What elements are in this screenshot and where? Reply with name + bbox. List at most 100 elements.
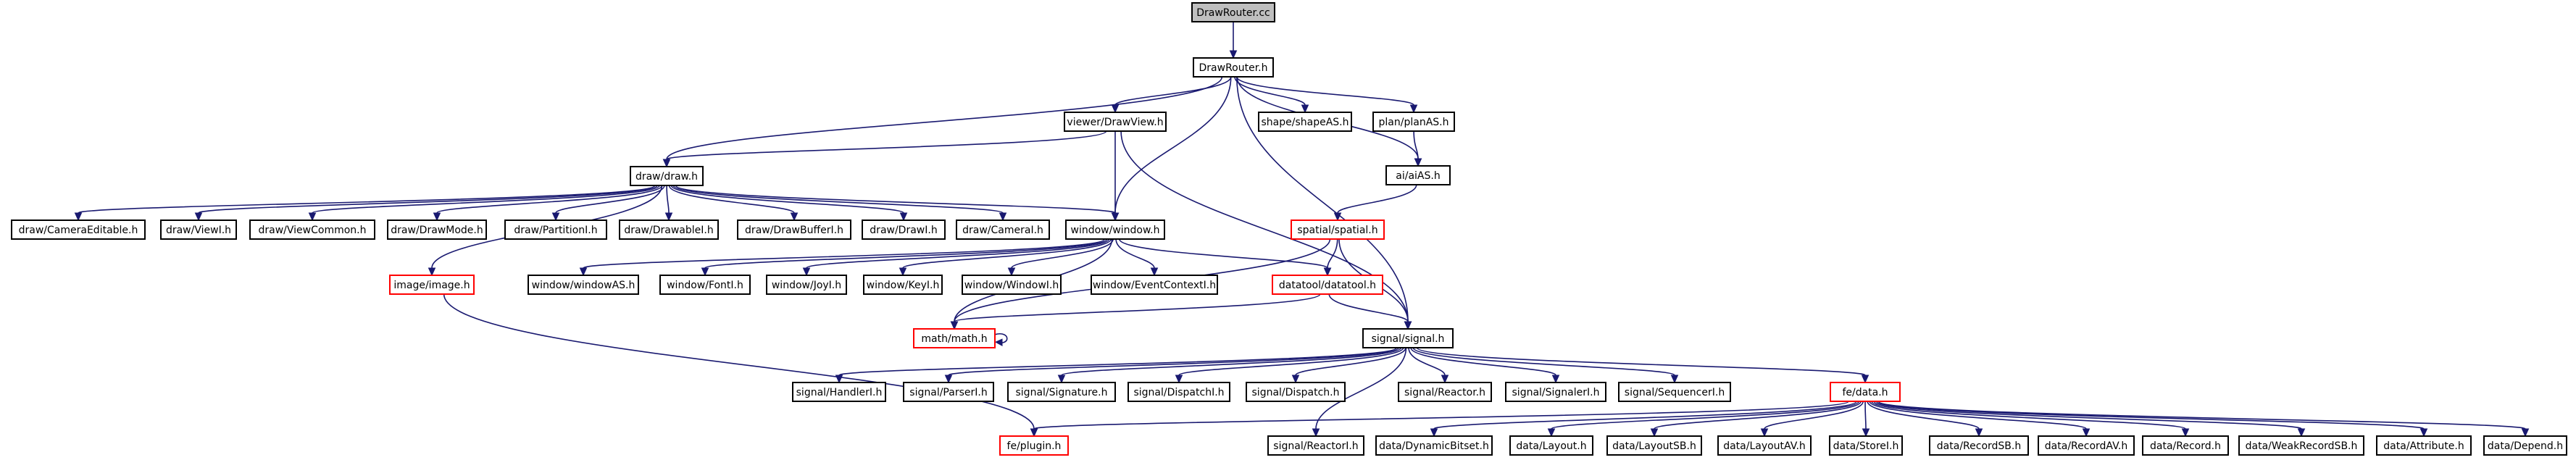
node-signal-reactori[interactable]: signal/ReactorI.h	[1267, 435, 1364, 456]
node-image-image[interactable]: image/image.h	[389, 275, 475, 295]
node-fe-data[interactable]: fe/data.h	[1830, 382, 1901, 402]
node-data-depend[interactable]: data/Depend.h	[2483, 435, 2567, 456]
edge-image_image-to-fe_plugin	[443, 293, 1038, 438]
node-draw-draw[interactable]: draw/draw.h	[630, 166, 704, 186]
node-data-record[interactable]: data/Record.h	[2142, 435, 2229, 456]
node-label: signal/ReactorI.h	[1273, 440, 1358, 452]
node-data-layoutsb[interactable]: data/LayoutSB.h	[1606, 435, 1702, 456]
node-data-layout[interactable]: data/Layout.h	[1509, 435, 1593, 456]
edge-draw_draw-to-draw_drawi	[670, 185, 908, 222]
node-draw-drawbufferi[interactable]: draw/DrawBufferI.h	[737, 219, 851, 240]
node-signal-parseri[interactable]: signal/ParserI.h	[903, 382, 994, 402]
node-spatial-spatial[interactable]: spatial/spatial.h	[1291, 219, 1385, 240]
node-label: window/KeyI.h	[867, 280, 940, 291]
node-signal-dispatchi[interactable]: signal/DispatchI.h	[1127, 382, 1230, 402]
node-data-storei[interactable]: data/StoreI.h	[1829, 435, 1903, 456]
node-label: draw/ViewCommon.h	[259, 225, 367, 236]
edge-ai_aias-to-spatial_spatial	[1333, 184, 1417, 222]
node-box	[1375, 435, 1493, 456]
node-box	[1717, 435, 1812, 456]
node-window-keyi[interactable]: window/KeyI.h	[863, 275, 943, 295]
edge-draw_draw-to-draw_viewi	[194, 185, 658, 222]
node-signal-handleri[interactable]: signal/HandlerI.h	[792, 382, 886, 402]
node-box	[913, 328, 996, 348]
node-box	[1606, 435, 1702, 456]
node-draw-partitioni[interactable]: draw/PartitionI.h	[504, 219, 607, 240]
node-math-math[interactable]: math/math.h	[913, 328, 996, 348]
edge-fe_data-to-data_layoutsb	[1650, 401, 1862, 438]
edge-signal_signal-to-signal_dispatchi	[1175, 347, 1404, 384]
node-drawrouter-h[interactable]: DrawRouter.h	[1193, 57, 1274, 78]
node-window-windowi[interactable]: window/WindowI.h	[962, 275, 1062, 295]
edge-viewer_drawview-to-window_window	[1111, 131, 1120, 222]
node-window-joyi[interactable]: window/JoyI.h	[766, 275, 847, 295]
node-signal-sequenceri[interactable]: signal/SequencerI.h	[1618, 382, 1731, 402]
node-label: window/JoyI.h	[772, 280, 841, 291]
node-data-recordav[interactable]: data/RecordAV.h	[2038, 435, 2135, 456]
node-plan-planas[interactable]: plan/planAS.h	[1372, 112, 1455, 132]
node-box	[2483, 435, 2567, 456]
node-draw-viewi[interactable]: draw/ViewI.h	[160, 219, 237, 240]
edge-datatool_datatool-to-math_math	[950, 293, 1321, 330]
node-box	[1246, 382, 1346, 402]
node-window-eventcontexti[interactable]: window/EventContextI.h	[1091, 275, 1218, 295]
node-data-dynamicbitset[interactable]: data/DynamicBitset.h	[1375, 435, 1493, 456]
edge-datatool_datatool-to-signal_signal	[1328, 293, 1412, 330]
node-label: draw/ViewI.h	[166, 225, 231, 236]
node-label: data/RecordAV.h	[2045, 440, 2127, 452]
node-label: viewer/DrawView.h	[1067, 117, 1163, 128]
node-data-weakrecordsb[interactable]: data/WeakRecordSB.h	[2238, 435, 2364, 456]
node-datatool-datatool[interactable]: datatool/datatool.h	[1272, 275, 1383, 295]
node-draw-drawi[interactable]: draw/DrawI.h	[862, 219, 946, 240]
edge-window_window-to-window_eventcontexti	[1115, 238, 1159, 277]
node-signal-signaleri[interactable]: signal/SignalerI.h	[1505, 382, 1606, 402]
node-window-fonti[interactable]: window/FontI.h	[659, 275, 751, 295]
edge-draw_draw-to-draw_camerai	[672, 185, 1007, 222]
node-box	[1267, 435, 1364, 456]
node-label: data/LayoutAV.h	[1723, 440, 1806, 452]
node-viewer-drawview[interactable]: viewer/DrawView.h	[1064, 112, 1167, 132]
node-signal-dispatch[interactable]: signal/Dispatch.h	[1246, 382, 1346, 402]
node-label: spatial/spatial.h	[1297, 225, 1377, 236]
node-data-layoutav[interactable]: data/LayoutAV.h	[1717, 435, 1812, 456]
node-shape-shapeas[interactable]: shape/shapeAS.h	[1258, 112, 1352, 132]
node-label: data/WeakRecordSB.h	[2246, 440, 2358, 452]
node-box	[956, 219, 1050, 240]
node-box	[1065, 219, 1165, 240]
node-draw-drawmode[interactable]: draw/DrawMode.h	[387, 219, 487, 240]
edge-draw_draw-to-draw_cameraeditable	[74, 185, 656, 222]
node-label: window/WindowI.h	[964, 280, 1059, 291]
edge-signal_signal-to-signal_parseri	[944, 347, 1400, 384]
node-fe-plugin[interactable]: fe/plugin.h	[999, 435, 1069, 456]
node-signal-signature[interactable]: signal/Signature.h	[1007, 382, 1116, 402]
edge-fe_data-to-data_recordsb	[1867, 401, 1983, 438]
node-data-attribute[interactable]: data/Attribute.h	[2376, 435, 2472, 456]
node-window-windowas[interactable]: window/windowAS.h	[528, 275, 639, 295]
edge-draw_draw-to-draw_drawablei	[664, 185, 673, 222]
node-label: math/math.h	[921, 333, 987, 345]
node-box	[2038, 435, 2135, 456]
node-draw-viewcommon[interactable]: draw/ViewCommon.h	[249, 219, 375, 240]
node-draw-cameraeditable[interactable]: draw/CameraEditable.h	[11, 219, 146, 240]
node-box	[863, 275, 943, 295]
node-label: signal/SequencerI.h	[1625, 387, 1725, 398]
node-box	[1191, 2, 1275, 22]
node-label: signal/Dispatch.h	[1252, 387, 1340, 398]
node-data-recordsb[interactable]: data/RecordSB.h	[1929, 435, 2029, 456]
node-label: fe/plugin.h	[1007, 440, 1062, 452]
node-ai-aias[interactable]: ai/aiAS.h	[1385, 165, 1451, 185]
node-box	[1929, 435, 2029, 456]
node-signal-signal[interactable]: signal/signal.h	[1362, 328, 1454, 348]
node-window-window[interactable]: window/window.h	[1065, 219, 1165, 240]
edge-signal_signal-to-signal_handleri	[835, 347, 1398, 384]
node-box	[2238, 435, 2364, 456]
node-label: signal/HandlerI.h	[796, 387, 883, 398]
edge-draw_draw-to-window_window	[675, 185, 1120, 222]
node-draw-drawablei[interactable]: draw/DrawableI.h	[619, 219, 719, 240]
node-label: draw/CameraI.h	[962, 225, 1043, 236]
node-label: fe/data.h	[1842, 387, 1888, 398]
node-draw-camerai[interactable]: draw/CameraI.h	[956, 219, 1050, 240]
node-label: data/Depend.h	[2488, 440, 2563, 452]
node-signal-reactor[interactable]: signal/Reactor.h	[1398, 382, 1492, 402]
node-box	[249, 219, 375, 240]
